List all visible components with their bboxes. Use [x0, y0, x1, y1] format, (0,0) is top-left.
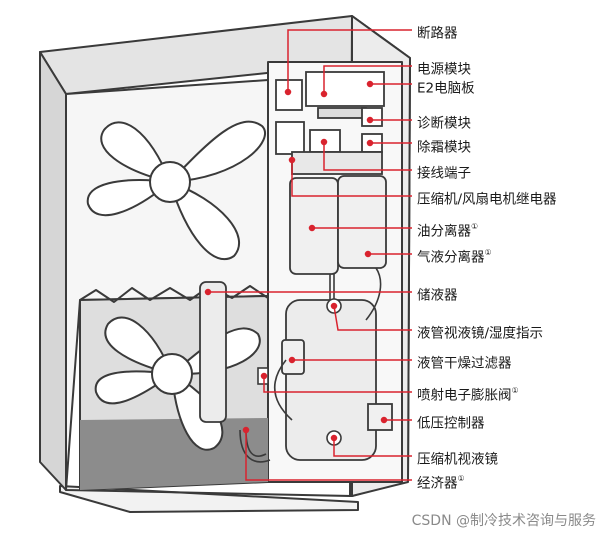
label-defrost-module: 除霜模块: [417, 139, 471, 156]
label-filter-drier: 液管干燥过滤器: [417, 355, 512, 372]
label-economizer: 经济器①: [417, 474, 465, 492]
label-accumulator: 气液分离器①: [417, 248, 492, 266]
label-receiver: 储液器: [417, 287, 458, 304]
label-e2-board: E2电脑板: [417, 80, 475, 97]
upper-fan: [86, 120, 266, 261]
label-terminal-block: 接线端子: [417, 165, 471, 182]
label-power-module: 电源模块: [417, 61, 471, 78]
label-relay: 压缩机/风扇电机继电器: [417, 191, 557, 208]
label-compressor-sight-glass: 压缩机视液镜: [417, 451, 498, 468]
label-diagnostic-module: 诊断模块: [417, 115, 471, 132]
label-sight-glass: 液管视液镜/湿度指示: [417, 325, 544, 342]
label-circuit-breaker: 断路器: [417, 25, 458, 42]
watermark: CSDN @制冷技术咨询与服务: [411, 513, 596, 529]
label-oil-separator: 油分离器①: [417, 222, 479, 240]
vessels: [199, 175, 393, 461]
leader-lines: [204, 29, 412, 481]
label-low-pressure-control: 低压控制器: [417, 415, 485, 432]
label-injection-valve: 喷射电子膨胀阀①: [417, 386, 519, 404]
